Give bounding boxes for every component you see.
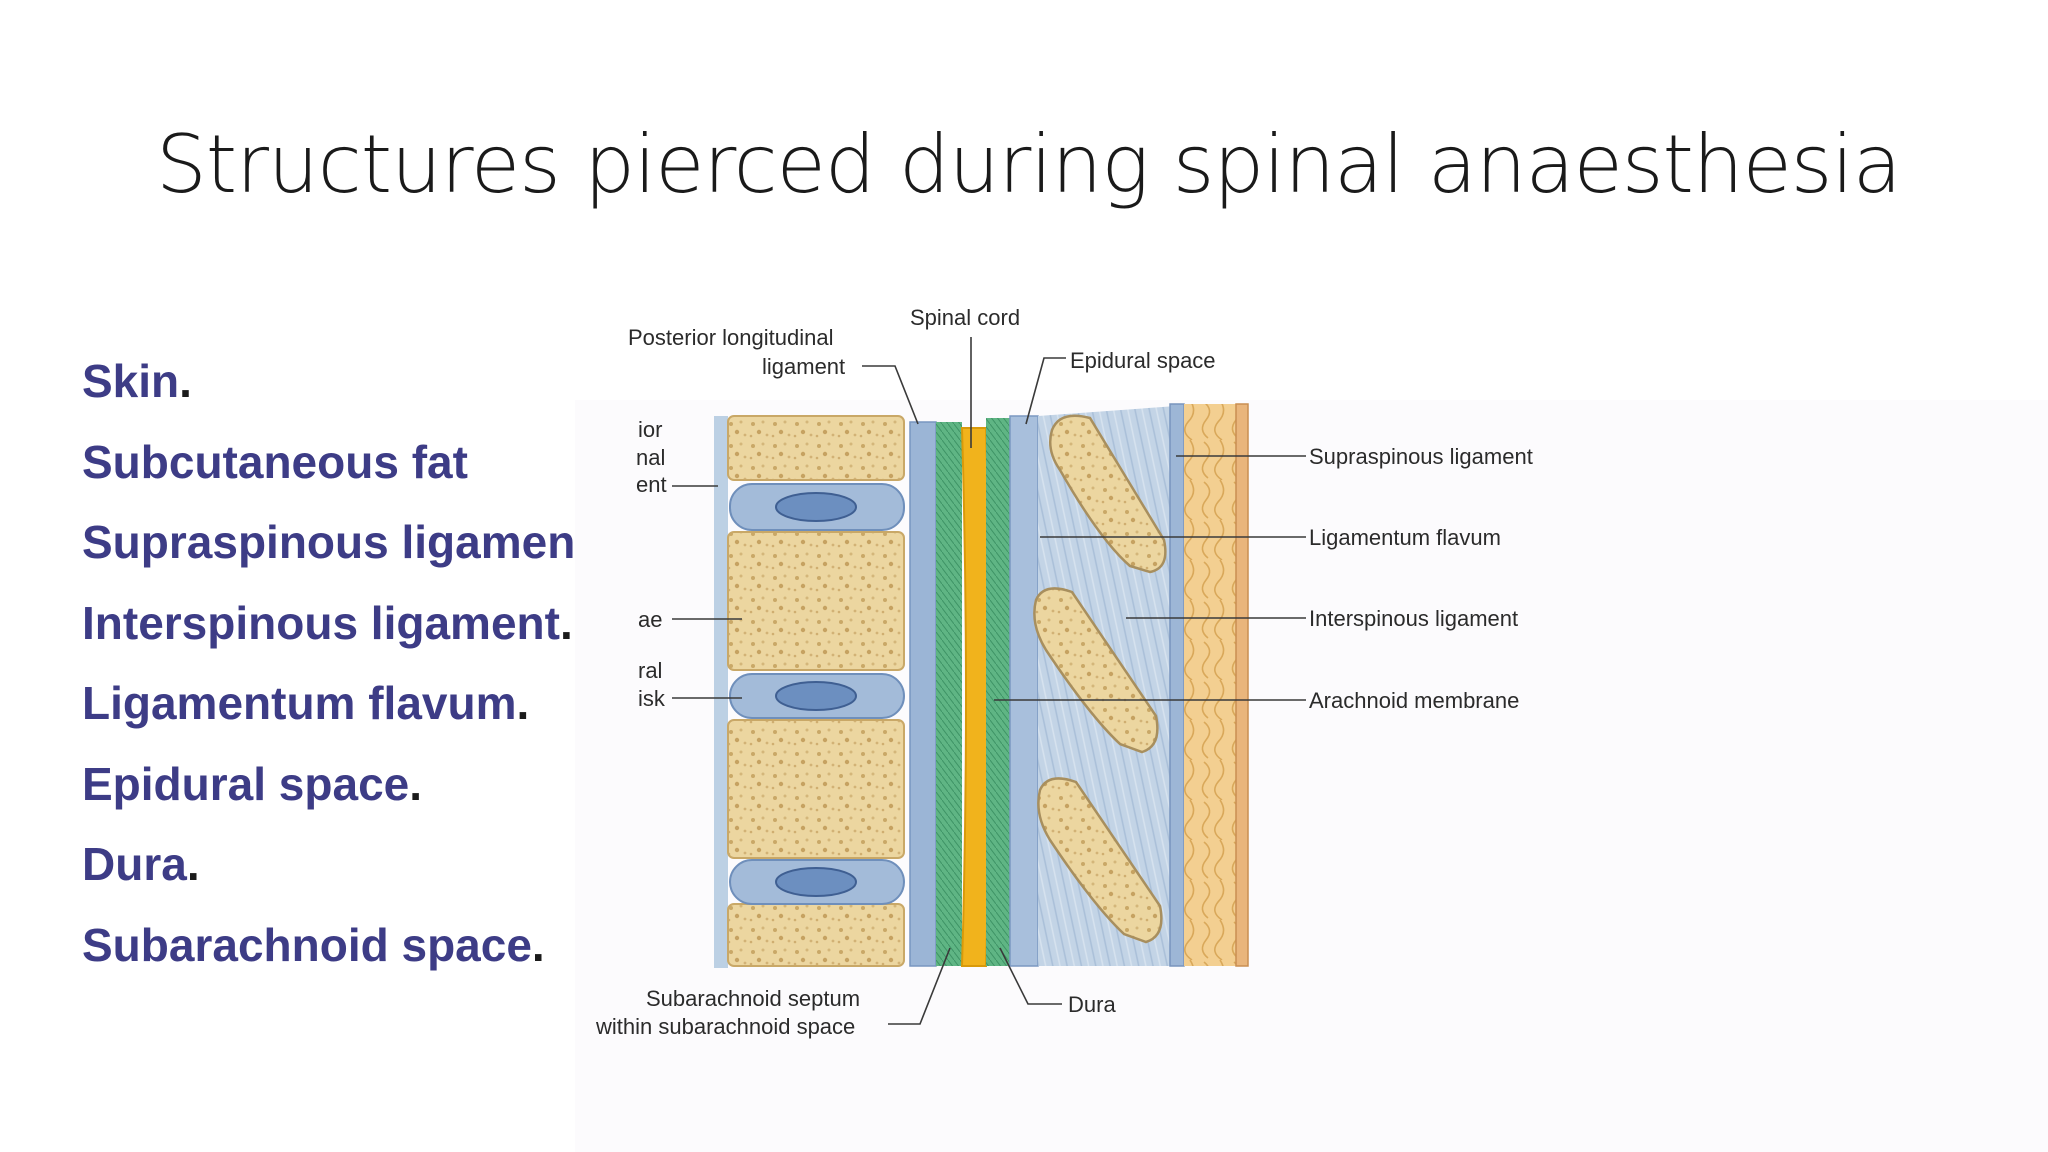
label-subarachnoid-2: within subarachnoid space	[595, 1014, 855, 1039]
list-item-text: Subcutaneous fat	[82, 435, 468, 488]
spinous-processes	[1033, 414, 1167, 944]
spinous-process	[1037, 777, 1163, 944]
list-item-suffix: .	[186, 838, 200, 890]
anterior-longitudinal-ligament	[714, 416, 728, 968]
list-item-text: Ligamentum flavum	[82, 677, 517, 729]
list-item-suffix: .	[179, 355, 192, 407]
list-item: Interspinous ligament.	[82, 594, 603, 675]
spinous-process	[1033, 587, 1159, 754]
label-ligamentum-flavum: Ligamentum flavum	[1309, 525, 1501, 550]
supraspinous-ligament	[1169, 403, 1185, 967]
list-item-suffix: .	[409, 757, 423, 810]
vertebral-bodies	[727, 415, 905, 967]
leader-lines	[672, 337, 1306, 1025]
label-cut-anterior-3: ent	[636, 472, 667, 497]
label-posterior-longitudinal-2: ligament	[762, 354, 845, 379]
leader-line	[1025, 357, 1066, 425]
vertebral-body	[727, 415, 905, 481]
list-item-text: Supraspinous ligament	[82, 516, 591, 568]
leader-line	[888, 947, 951, 1025]
spinous-process	[1049, 414, 1167, 574]
slide-title: Structures pierced during spinal anaesth…	[156, 118, 1902, 211]
label-interspinous: Interspinous ligament	[1309, 606, 1518, 631]
label-spinal-cord: Spinal cord	[910, 305, 1020, 330]
list-item: Ligamentum flavum.	[82, 674, 603, 755]
posterior-longitudinal-ligament	[909, 421, 937, 967]
epidural-band	[1009, 415, 1039, 967]
structure-list: Skin. Subcutaneous fat Supraspinous liga…	[82, 352, 603, 996]
label-cut-disk-2: isk	[638, 686, 666, 711]
label-cut-anterior-1: ior	[638, 417, 662, 442]
list-item-text: Skin	[82, 355, 180, 407]
label-supraspinous: Supraspinous ligament	[1309, 444, 1533, 469]
label-epidural-space: Epidural space	[1070, 348, 1216, 373]
spinal-cord	[960, 427, 991, 967]
vertebral-body	[727, 903, 905, 967]
vertebral-body	[727, 719, 905, 859]
nucleus-pulposus	[775, 681, 857, 711]
list-item-text: Epidural space	[82, 757, 410, 810]
label-arachnoid: Arachnoid membrane	[1309, 688, 1519, 713]
list-item: Epidural space.	[82, 755, 603, 836]
dura-anterior	[936, 422, 962, 966]
list-item-text: Interspinous ligament	[82, 596, 560, 649]
skin	[1235, 403, 1249, 967]
dura-posterior	[986, 418, 1010, 966]
label-cut-disk-1: ral	[638, 658, 662, 683]
nucleus-pulposus	[775, 492, 857, 522]
list-item-text: Subarachnoid space	[82, 918, 532, 971]
vertebral-body	[727, 531, 905, 671]
label-dura: Dura	[1068, 992, 1116, 1017]
leader-line	[999, 947, 1062, 1005]
list-item-text: Dura	[82, 838, 187, 890]
label-posterior-longitudinal-1: Posterior longitudinal	[628, 325, 833, 350]
list-item-suffix: .	[516, 677, 530, 729]
list-item-suffix: .	[559, 596, 573, 649]
list-item: Skin.	[82, 352, 603, 433]
leader-line	[862, 365, 919, 425]
label-subarachnoid-1: Subarachnoid septum	[646, 986, 860, 1011]
label-cut-anterior-2: nal	[636, 445, 665, 470]
intervertebral-discs	[729, 483, 905, 905]
list-item: Dura.	[82, 835, 603, 916]
list-item: Subarachnoid space.	[82, 916, 603, 997]
subcutaneous-fat	[1184, 404, 1236, 966]
label-cut-vertebrae: ae	[638, 607, 662, 632]
list-item: Subcutaneous fat	[82, 433, 603, 514]
nucleus-pulposus	[775, 867, 857, 897]
list-item-suffix: .	[531, 918, 545, 971]
